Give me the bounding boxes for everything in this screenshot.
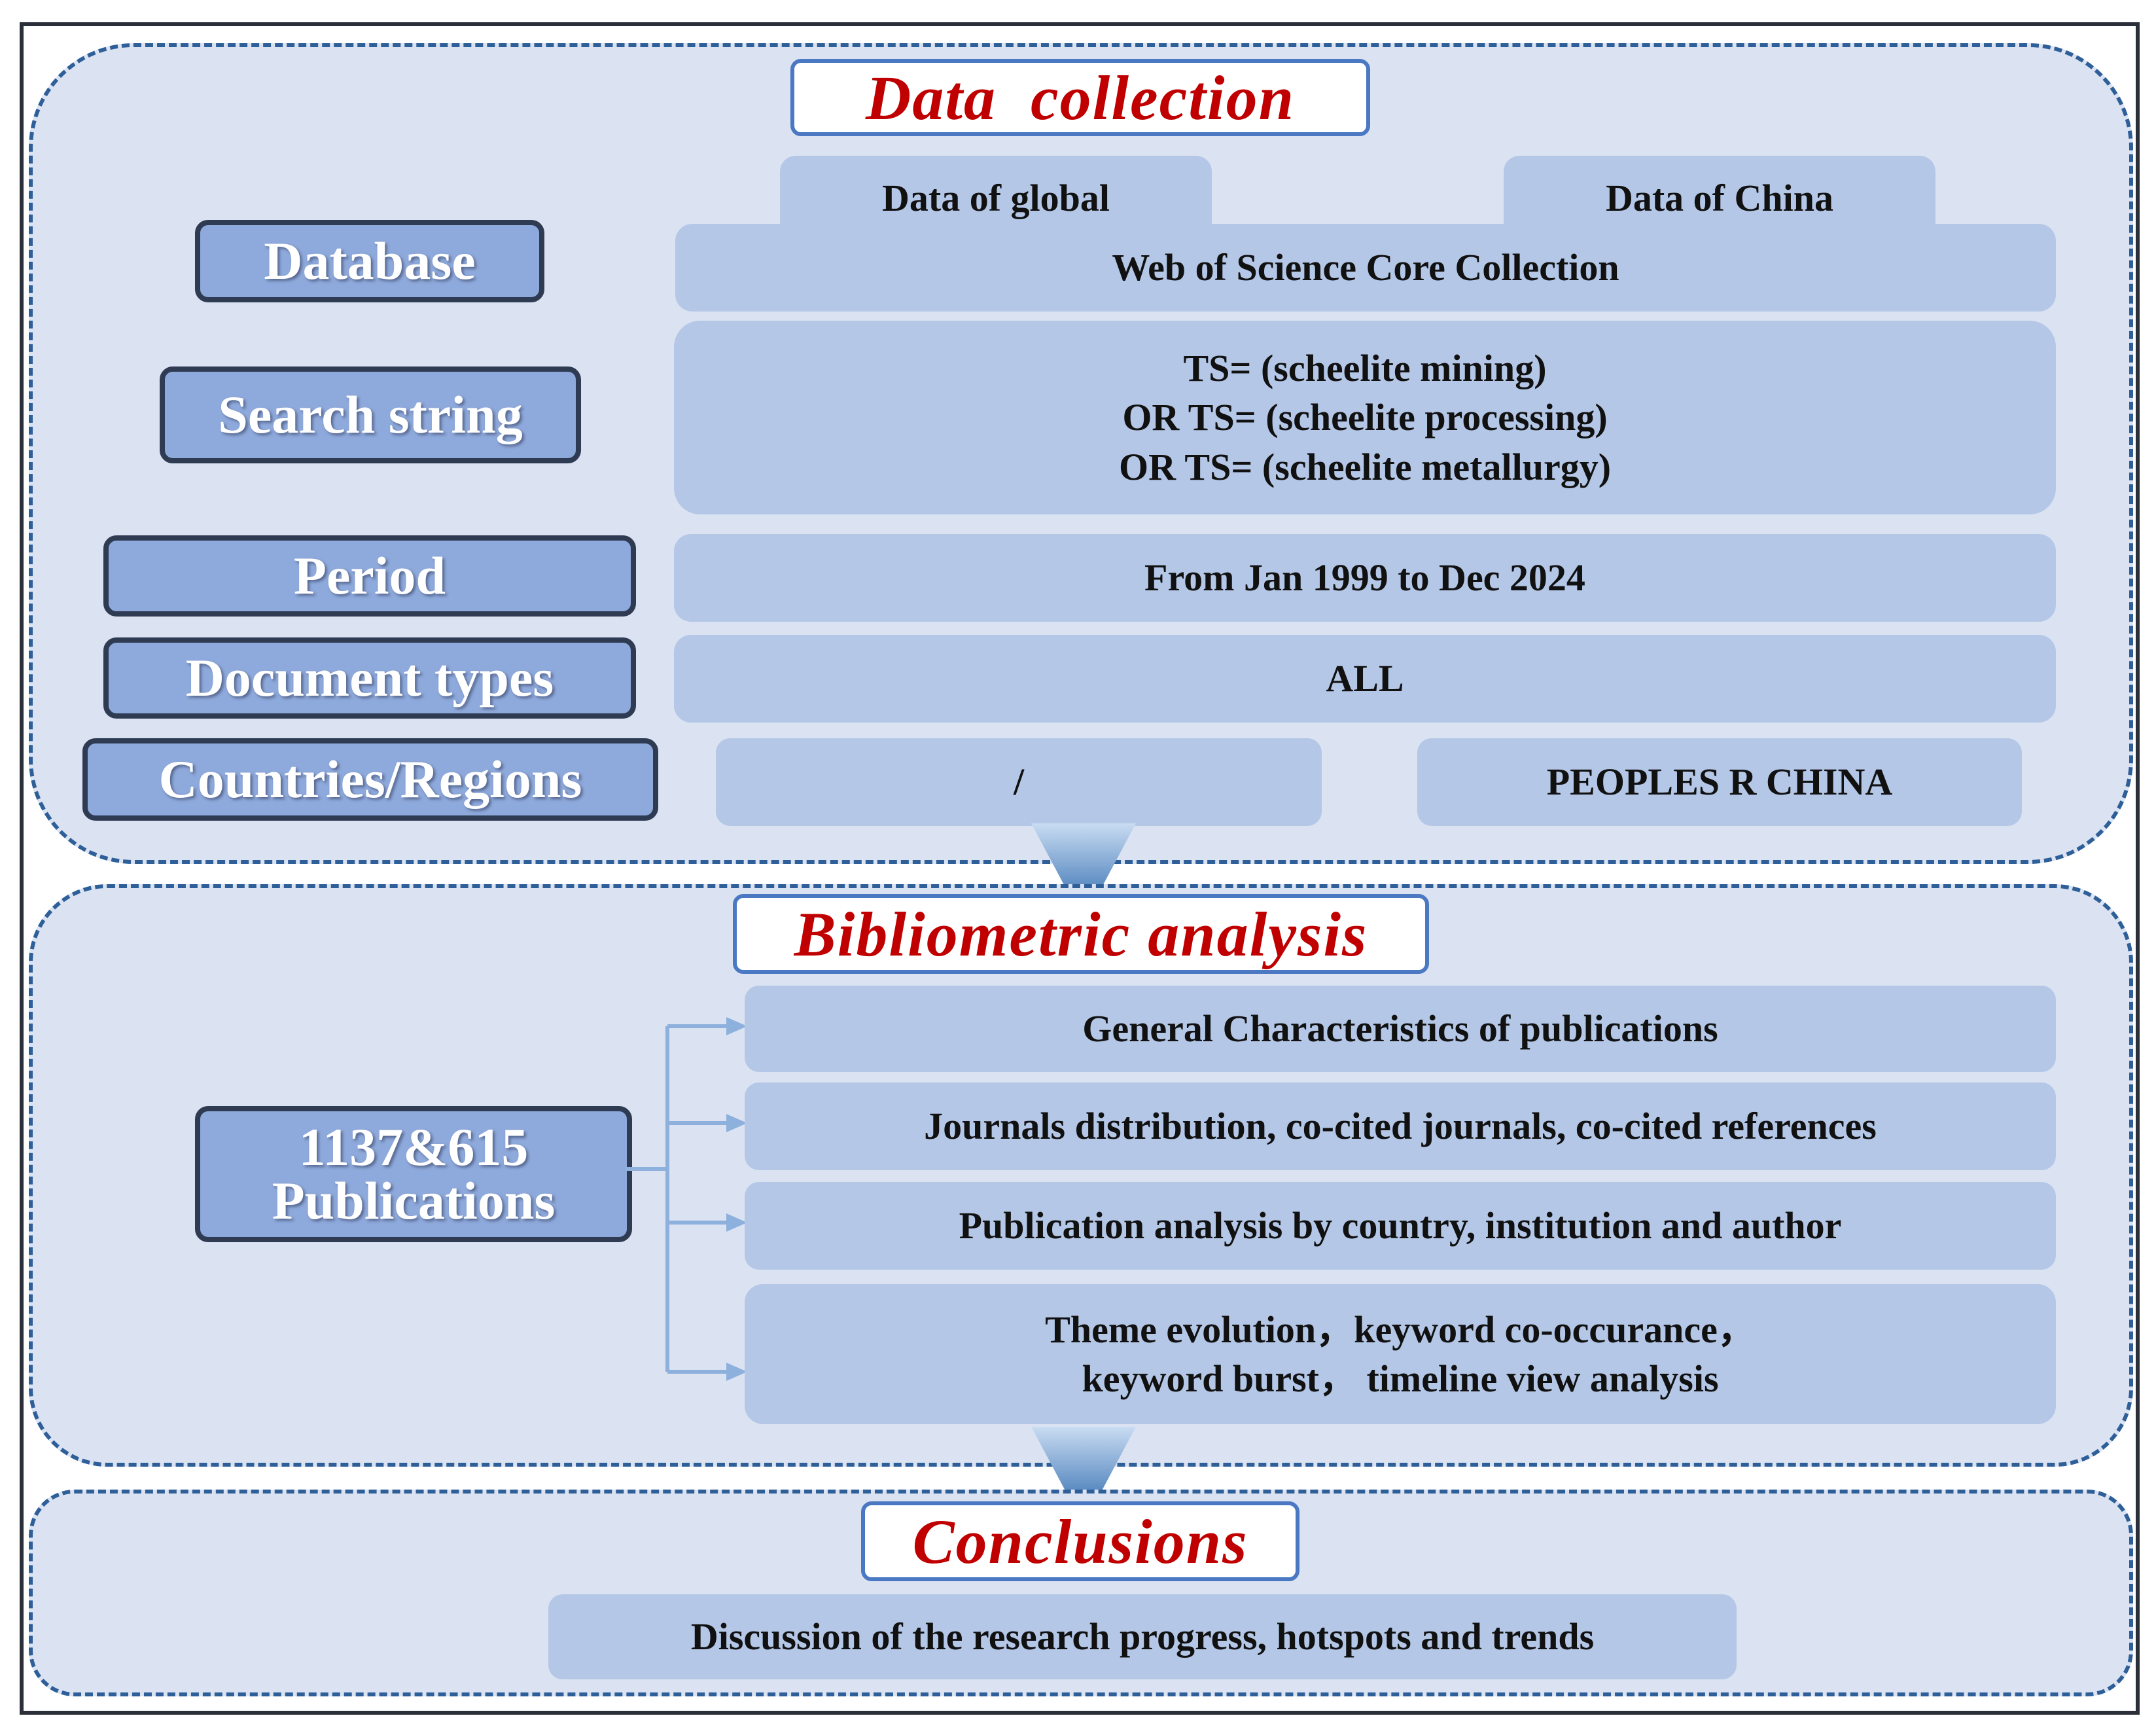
conclusions-title: Conclusions xyxy=(861,1501,1299,1581)
theme-line-1: Theme evolution，keyword co-occurance， xyxy=(1045,1308,1756,1351)
document-types-value: ALL xyxy=(674,635,2056,723)
publications-word: Publications xyxy=(272,1171,556,1230)
conclusions-text: Discussion of the research progress, hot… xyxy=(548,1594,1737,1679)
analysis-item-theme: Theme evolution，keyword co-occurance， ke… xyxy=(745,1284,2056,1424)
countries-regions-label: Countries/Regions xyxy=(82,738,658,821)
search-string-label: Search string xyxy=(160,367,581,463)
publications-count: 1137&615 xyxy=(298,1117,529,1177)
publications-count-label: 1137&615 Publications xyxy=(195,1106,632,1242)
analysis-item-country: Publication analysis by country, institu… xyxy=(745,1182,2056,1270)
bibliometric-analysis-title: Bibliometric analysis xyxy=(733,894,1429,974)
period-label: Period xyxy=(103,535,636,617)
analysis-item-journals: Journals distribution, co-cited journals… xyxy=(745,1082,2056,1170)
period-value: From Jan 1999 to Dec 2024 xyxy=(674,534,2056,622)
search-string-value: TS= (scheelite mining) OR TS= (scheelite… xyxy=(674,321,2056,514)
down-arrow-icon-2 xyxy=(1031,1427,1136,1525)
database-value: Web of Science Core Collection xyxy=(675,224,2056,312)
tab-data-of-china: Data of China xyxy=(1504,156,1935,229)
theme-line-2: keyword burst， timeline view analysis xyxy=(1082,1357,1719,1400)
document-types-label: Document types xyxy=(103,637,636,719)
tab-data-of-global: Data of global xyxy=(780,156,1212,229)
countries-china-value: PEOPLES R CHINA xyxy=(1417,738,2022,826)
search-line-3: OR TS= (scheelite metallurgy) xyxy=(1118,445,1612,488)
down-arrow-icon xyxy=(1031,823,1136,921)
countries-global-value: / xyxy=(716,738,1322,826)
analysis-item-general: General Characteristics of publications xyxy=(745,986,2056,1072)
search-line-1: TS= (scheelite mining) xyxy=(1183,346,1547,389)
data-collection-title: Data collection xyxy=(790,59,1370,136)
branch-connector xyxy=(626,1017,747,1381)
database-label: Database xyxy=(195,220,544,302)
search-line-2: OR TS= (scheelite processing) xyxy=(1122,396,1608,439)
